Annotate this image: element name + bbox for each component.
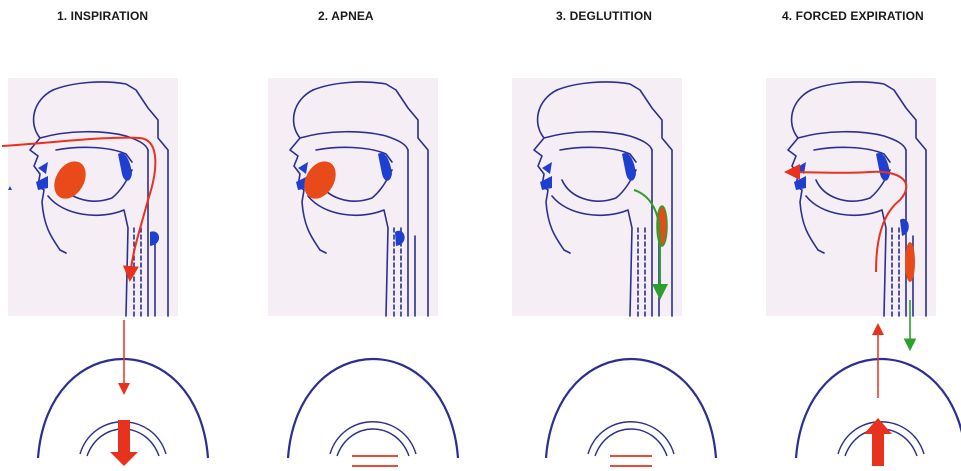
diaphragm-icon xyxy=(288,359,458,458)
panel-apnea xyxy=(268,78,458,466)
head-profile-icon xyxy=(512,78,682,316)
panel-deglutition xyxy=(512,78,716,466)
bolus-icon xyxy=(905,242,915,282)
panel-forced-expiration xyxy=(766,78,961,466)
diaphragm-icon xyxy=(546,359,716,458)
head-profile-icon xyxy=(268,78,438,316)
diaphragm-up-arrow-icon xyxy=(864,418,892,466)
head-profile-icon xyxy=(8,78,178,316)
diaphragm-down-arrow-icon xyxy=(110,420,138,466)
panel-inspiration xyxy=(2,78,208,466)
